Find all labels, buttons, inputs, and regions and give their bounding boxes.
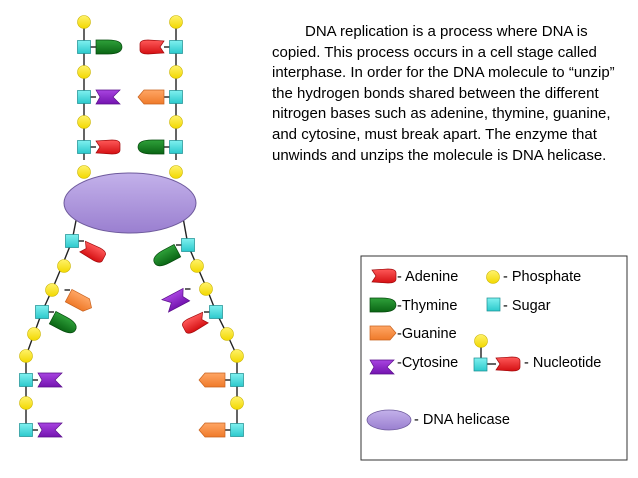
legend-thymine-label: -Thymine (397, 298, 457, 314)
phosphate-icon (77, 15, 91, 29)
legend-helicase-label: - DNA helicase (414, 412, 510, 428)
legend-adenine-label: - Adenine (397, 269, 458, 285)
cytosine-icon (161, 288, 191, 313)
guanine-icon (198, 422, 226, 438)
adenine-icon (371, 268, 397, 284)
legend-guanine-label: -Guanine (397, 326, 457, 342)
description-paragraph: DNA replication is a process where DNA i… (272, 22, 628, 166)
guanine-icon (137, 89, 165, 105)
cytosine-icon (37, 372, 63, 388)
legend-phosphate-label: - Phosphate (503, 269, 581, 285)
legend-nucleotide-label: - Nucleotide (524, 355, 601, 371)
dna-helicase-ellipse (63, 172, 197, 234)
adenine-icon (180, 311, 210, 336)
sugar-icon (169, 140, 183, 154)
phosphate-icon (77, 115, 91, 129)
sugar-icon (169, 40, 183, 54)
sugar-icon (169, 90, 183, 104)
thymine-icon (369, 297, 397, 313)
thymine-icon (137, 139, 165, 155)
nucleotide-icon (473, 334, 521, 372)
phosphate-icon (57, 259, 71, 273)
phosphate-icon (169, 65, 183, 79)
legend-box: - Adenine -Thymine -Guanine -Cytosine - … (360, 255, 628, 461)
cytosine-icon (95, 89, 121, 105)
sugar-icon (65, 234, 79, 248)
phosphate-icon (77, 165, 91, 179)
description-text: DNA replication is a process where DNA i… (272, 23, 615, 164)
phosphate-icon (486, 270, 500, 284)
phosphate-icon (220, 327, 234, 341)
helicase-icon (366, 409, 412, 431)
sugar-icon (230, 423, 244, 437)
phosphate-icon (19, 349, 33, 363)
phosphate-icon (199, 282, 213, 296)
sugar-icon (77, 40, 91, 54)
phosphate-icon (190, 259, 204, 273)
phosphate-icon (45, 283, 59, 297)
phosphate-icon (230, 396, 244, 410)
sugar-icon (19, 423, 33, 437)
hydrogen-bond-links (32, 46, 231, 431)
sugar-icon (19, 373, 33, 387)
sugar-icon (77, 90, 91, 104)
sugar-icon (77, 140, 91, 154)
sugar-icon (230, 373, 244, 387)
sugar-group (19, 40, 244, 437)
guanine-icon (64, 289, 96, 315)
guanine-icon (369, 325, 397, 341)
adenine-icon (139, 39, 165, 55)
legend-sugar-label: - Sugar (503, 298, 551, 314)
thymine-icon (150, 244, 182, 270)
guanine-icon (198, 372, 226, 388)
sugar-icon (35, 305, 49, 319)
phosphate-icon (19, 396, 33, 410)
phosphate-icon (169, 165, 183, 179)
phosphate-icon (169, 115, 183, 129)
phosphate-icon (230, 349, 244, 363)
sugar-icon (486, 297, 501, 312)
adenine-icon (95, 139, 121, 155)
phosphate-icon (169, 15, 183, 29)
adenine-icon (78, 240, 108, 265)
thymine-icon (48, 311, 80, 337)
thymine-icon (95, 39, 123, 55)
sugar-icon (209, 305, 223, 319)
cytosine-icon (37, 422, 63, 438)
phosphate-icon (77, 65, 91, 79)
legend-cytosine-label: -Cytosine (397, 355, 458, 371)
phosphate-icon (27, 327, 41, 341)
sugar-icon (181, 238, 195, 252)
phosphate-group (19, 15, 244, 410)
